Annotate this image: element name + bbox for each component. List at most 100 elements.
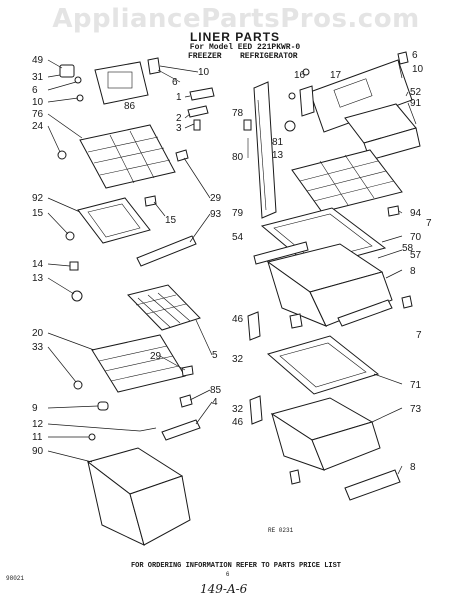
part-label: 6 — [32, 85, 38, 96]
part-label: 2 — [176, 113, 182, 124]
part-label: 85 — [210, 385, 222, 396]
crisper-pan — [266, 243, 393, 327]
part-label: 11 — [32, 432, 43, 443]
freezer-storage-bin — [86, 447, 191, 546]
document-code: 98021 — [6, 575, 25, 582]
rail-support — [179, 394, 193, 408]
part-label: 32 — [232, 354, 244, 365]
part-label: 15 — [165, 215, 177, 226]
part-label: 1 — [176, 92, 182, 103]
drawing-reference: RE 0231 — [268, 527, 294, 534]
part-label: 24 — [32, 121, 44, 132]
part-label: 31 — [32, 72, 44, 83]
part-label: 29 — [210, 193, 222, 204]
model-line: For Model EED 221PKWR-0 — [189, 43, 301, 52]
meat-keeper-cover — [266, 335, 380, 395]
hinge-bracket — [187, 87, 215, 131]
part-label: 15 — [32, 208, 44, 219]
pan-front-trim — [344, 469, 401, 501]
pan-slide — [337, 299, 393, 327]
part-label: 94 — [410, 208, 422, 219]
part-label: 81 — [272, 137, 284, 148]
freezer-heading: FREEZER — [188, 52, 222, 61]
part-label: 3 — [176, 123, 182, 134]
part-label: 8 — [410, 266, 416, 277]
leader-lines — [47, 59, 417, 475]
part-label: 76 — [32, 109, 44, 120]
page-mark: 6 — [226, 572, 230, 578]
part-label: 9 — [32, 403, 38, 414]
part-label: 16 — [294, 70, 306, 81]
refrigerator-wire-shelf — [291, 149, 403, 217]
ice-cube-tray — [127, 284, 201, 331]
right-part-numbers: 16 17 6 10 52 91 81 13 94 7 70 58 57 8 4… — [232, 50, 432, 473]
part-label: 29 — [150, 351, 162, 362]
part-label: 7 — [416, 330, 422, 341]
freezer-trim-strip — [136, 235, 197, 267]
roller — [97, 401, 109, 411]
pin — [139, 427, 157, 432]
part-label: 52 — [410, 87, 422, 98]
utility-bin — [344, 103, 421, 161]
part-label: 6 — [412, 50, 418, 61]
part-label: 57 — [410, 250, 422, 261]
part-label: 32 — [232, 404, 244, 415]
part-label: 70 — [410, 232, 422, 243]
part-label: 7 — [426, 218, 432, 229]
refrigerator-shelf-stud — [284, 120, 296, 132]
part-label: 4 — [212, 397, 218, 408]
pan-guide — [401, 295, 413, 309]
part-label: 14 — [32, 259, 44, 270]
part-label: 54 — [232, 232, 244, 243]
part-label: 80 — [232, 152, 244, 163]
freezer-wire-shelf-upper — [57, 124, 189, 189]
meat-keeper-pan — [270, 397, 381, 471]
part-label: 71 — [410, 380, 422, 391]
lower-clip — [289, 469, 301, 485]
part-label: 78 — [232, 108, 244, 119]
control-housing — [94, 57, 161, 105]
refrigerator-control-panel — [288, 51, 413, 133]
refrigerator-heading: REFRIGERATOR — [240, 52, 298, 61]
part-label: 12 — [32, 419, 44, 430]
part-label: 92 — [32, 193, 44, 204]
nut — [88, 433, 96, 441]
crisper-cover-trim — [253, 241, 309, 265]
part-label: 13 — [272, 150, 284, 161]
diagram-title: LINER PARTS — [189, 30, 281, 44]
part-label: 10 — [32, 97, 44, 108]
left-part-numbers: 49 31 6 10 76 24 92 15 14 13 20 33 9 12 … — [32, 55, 44, 457]
part-label: 20 — [32, 328, 44, 339]
ordering-note: FOR ORDERING INFORMATION REFER TO PARTS … — [130, 562, 342, 570]
part-label: 46 — [232, 417, 244, 428]
part-label: 79 — [232, 208, 244, 219]
freezer-wire-shelf-lower — [73, 334, 194, 393]
light-socket — [59, 64, 84, 102]
part-label: 46 — [232, 314, 244, 325]
shelf-stud — [71, 290, 83, 302]
center-part-numbers: 10 6 86 1 2 3 29 93 15 5 29 85 4 78 80 7… — [124, 67, 244, 408]
part-label: 13 — [32, 273, 44, 284]
part-label: 49 — [32, 55, 44, 66]
part-label: 10 — [412, 64, 424, 75]
part-label: 91 — [410, 98, 422, 109]
pan-slide-rail — [161, 419, 201, 441]
part-label: 73 — [410, 404, 422, 415]
bracket-clip — [289, 313, 303, 329]
part-label: 93 — [210, 209, 222, 220]
freezer-tray — [65, 195, 157, 244]
part-label: 6 — [172, 77, 178, 88]
mullion-divider — [243, 81, 277, 219]
part-label: 86 — [124, 101, 136, 112]
lower-bracket — [249, 395, 263, 425]
part-label: 33 — [32, 342, 44, 353]
part-label: 10 — [198, 67, 210, 78]
part-label: 90 — [32, 446, 44, 457]
part-label: 8 — [410, 462, 416, 473]
part-label: 17 — [330, 70, 342, 81]
handwritten-note: 149-A-6 — [200, 582, 248, 596]
part-label: 58 — [402, 243, 414, 254]
part-label: 5 — [212, 350, 218, 361]
